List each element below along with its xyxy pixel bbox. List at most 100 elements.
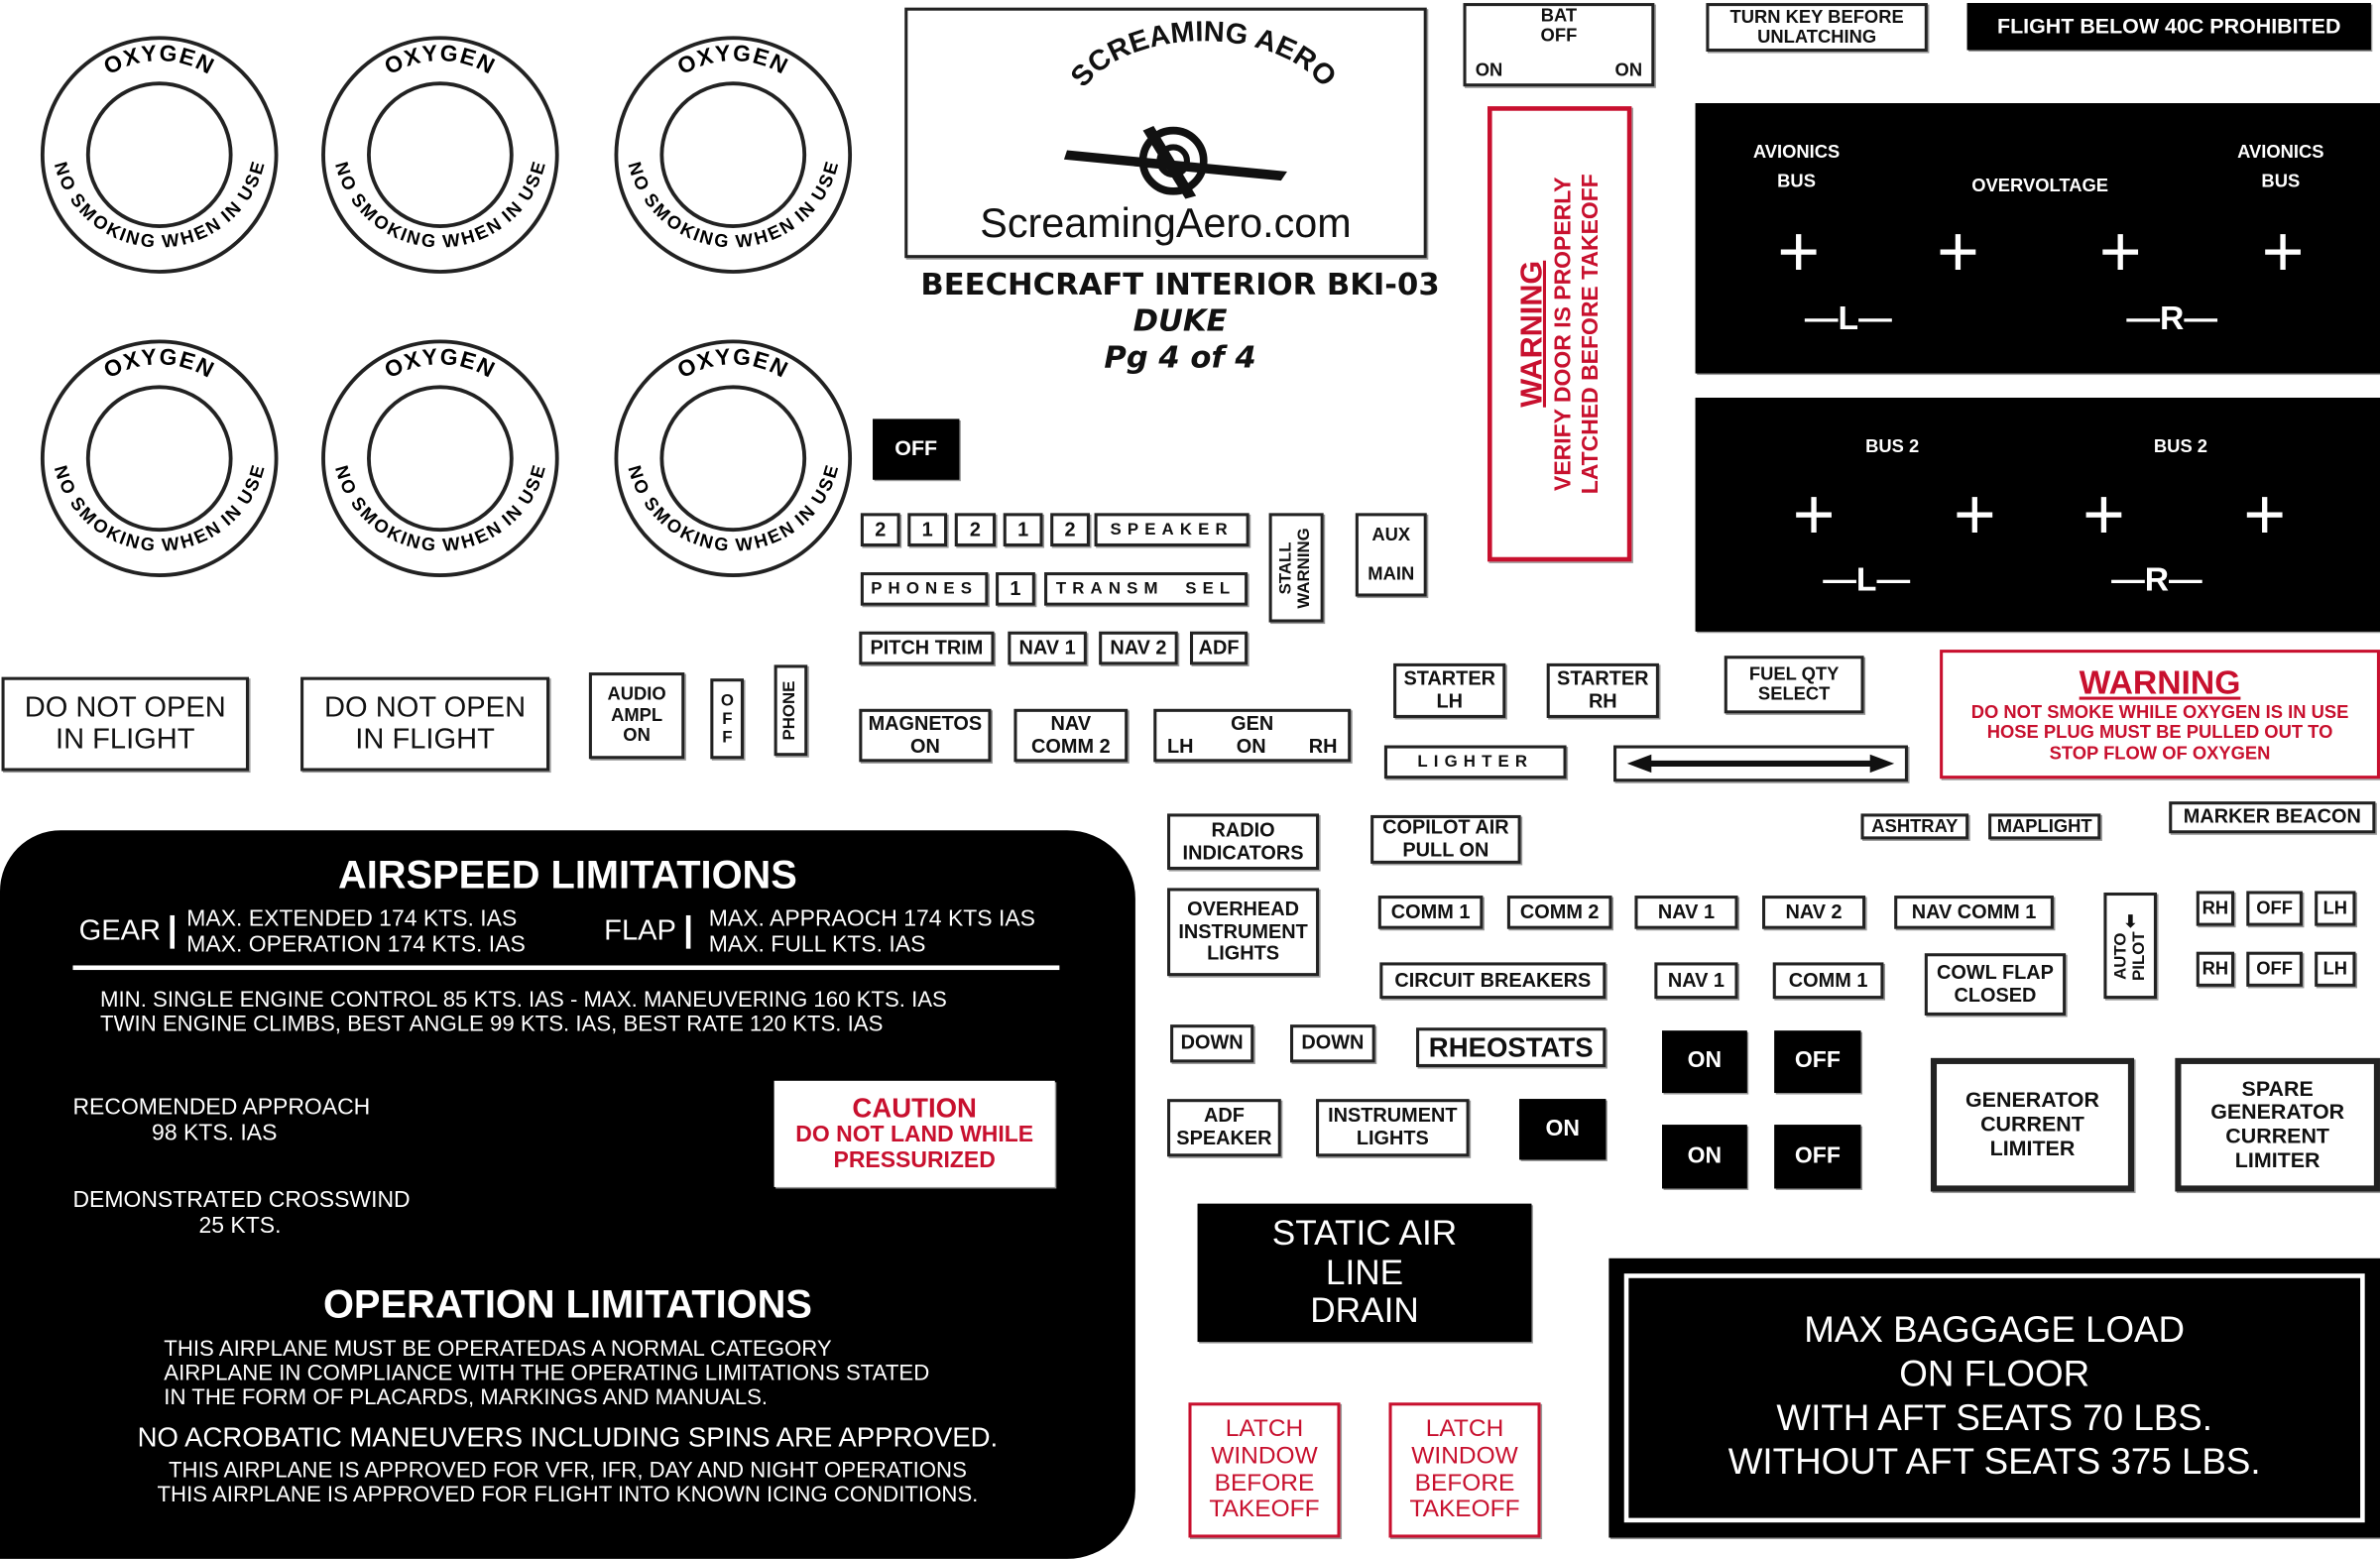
text-line: UNLATCHING bbox=[1757, 26, 1877, 48]
text-line: PULL ON bbox=[1402, 837, 1489, 861]
no-smoking-label: NO SMOKING WHEN IN USE bbox=[624, 160, 842, 252]
arrow-up-icon: ⬆ bbox=[2123, 908, 2138, 928]
off-placard: OFF bbox=[1774, 1030, 1861, 1094]
double-arrow-icon bbox=[1626, 754, 1895, 774]
rh-label: RH bbox=[2196, 951, 2235, 987]
inner-ring bbox=[659, 385, 807, 533]
text-line: NAV bbox=[1050, 711, 1092, 735]
off-label: OFF bbox=[2246, 891, 2303, 926]
door-warning-placard: WARNING VERIFY DOOR IS PROPERLY LATCHED … bbox=[1487, 106, 1632, 562]
text-line: GEN bbox=[1231, 711, 1274, 735]
text-line: OVERHEAD bbox=[1187, 897, 1299, 920]
text-line: OFF bbox=[2256, 957, 2293, 979]
text-line: GENERATOR bbox=[2210, 1099, 2345, 1125]
text-line: MAX. APPRAOCH 174 KTS IAS bbox=[708, 905, 1035, 932]
outer-ring bbox=[40, 339, 279, 578]
plus-icon: + bbox=[1777, 212, 1821, 294]
logo-arc-text: SCREAMING AERO bbox=[1065, 16, 1343, 93]
text-line: MAX. OPERATION 174 KTS. IAS bbox=[186, 931, 526, 958]
transm-sel-label: TRANSM SEL bbox=[1044, 572, 1249, 606]
flap-label: FLAP bbox=[604, 914, 690, 949]
text-line: ON bbox=[909, 734, 940, 758]
text-line: OFF bbox=[894, 435, 938, 461]
text-line: IN THE FORM OF PLACARDS, MARKINGS AND MA… bbox=[164, 1386, 769, 1411]
text-line: VERIFY DOOR IS PROPERLY bbox=[1550, 177, 1577, 491]
text-line: DO NOT OPEN bbox=[324, 691, 527, 724]
text-line: DEMONSTRATED CROSSWIND bbox=[72, 1186, 411, 1213]
divider bbox=[72, 965, 1060, 971]
text-line: STARTER bbox=[1557, 666, 1649, 690]
text-line: SPEAKER bbox=[1110, 520, 1234, 540]
down-label: DOWN bbox=[1290, 1024, 1375, 1063]
text-line: NAV COMM 1 bbox=[1911, 899, 2037, 923]
text-line: DO NOT SMOKE WHILE OXYGEN IS IN USE bbox=[1970, 700, 2349, 723]
logo-url: ScreamingAero.com bbox=[980, 199, 1352, 246]
text-line: RH bbox=[1308, 734, 1338, 758]
text-line: OFF bbox=[2256, 897, 2293, 918]
off-placard: OFF bbox=[1774, 1125, 1861, 1189]
phone-label: PHONE bbox=[774, 664, 808, 757]
inner-border bbox=[1623, 1273, 2365, 1523]
no-smoking-label: NO SMOKING WHEN IN USE bbox=[51, 463, 269, 555]
off-label: OFF bbox=[2246, 951, 2303, 987]
text-line: LH bbox=[1167, 734, 1194, 758]
text-line: LINE bbox=[1325, 1252, 1404, 1291]
nav2-label: NAV 2 bbox=[1762, 896, 1866, 929]
text-line: LIGHTER bbox=[1417, 752, 1534, 772]
bat-on-right: ON bbox=[1614, 59, 1643, 80]
on-placard: ON bbox=[1662, 1030, 1747, 1094]
text-line: LATCH bbox=[1425, 1415, 1504, 1442]
outer-ring bbox=[321, 339, 559, 578]
text-line: LIGHTS bbox=[1356, 1126, 1429, 1149]
text-line: MAX. EXTENDED 174 KTS. IAS bbox=[186, 905, 518, 932]
text-line: COMM 1 bbox=[1788, 968, 1868, 992]
text-line: INSTRUMENT bbox=[1178, 919, 1308, 943]
text-line: ON FLOOR bbox=[1899, 1354, 2090, 1395]
text-line: LH bbox=[2322, 897, 2348, 918]
text-line: RH bbox=[2202, 897, 2229, 918]
text-line: INDICATORS bbox=[1182, 840, 1304, 864]
text-line: HOSE PLUG MUST BE PULLED OUT TO bbox=[1986, 721, 2333, 743]
text-line: 2 bbox=[969, 517, 981, 540]
text-line: PRESSURIZED bbox=[833, 1147, 996, 1174]
operation-lines: THIS AIRPLANE MUST BE OPERATEDAS A NORMA… bbox=[164, 1337, 929, 1411]
text-line: NAV 1 bbox=[1657, 899, 1716, 923]
text-line: NAV 1 bbox=[1667, 968, 1726, 992]
text-line: DO NOT LAND WHILE bbox=[795, 1122, 1034, 1148]
text-line: ON bbox=[1545, 1115, 1580, 1141]
on-placard: ON bbox=[1662, 1125, 1747, 1189]
text-line: SPARE bbox=[2241, 1075, 2314, 1101]
svg-text:SCREAMING AERO: SCREAMING AERO bbox=[1065, 16, 1343, 93]
circuit-breakers-label: CIRCUIT BREAKERS bbox=[1379, 962, 1606, 1000]
text-line: MAGNETOS bbox=[868, 711, 983, 735]
text-line: NAV 1 bbox=[1018, 635, 1076, 659]
right-side-label: —R— bbox=[2126, 299, 2218, 337]
text-line: LATCH bbox=[1225, 1415, 1304, 1442]
speaker-label: SPEAKER bbox=[1094, 513, 1250, 547]
plus-icon: + bbox=[1937, 212, 1979, 294]
text-line: COPILOT AIR bbox=[1382, 815, 1509, 839]
text-line: STATIC AIR bbox=[1271, 1212, 1458, 1253]
outer-ring bbox=[614, 339, 853, 578]
bat-on-left: ON bbox=[1475, 59, 1503, 80]
text-line: LIMITER bbox=[1989, 1135, 2076, 1160]
inner-ring bbox=[367, 81, 514, 228]
plus-icon: + bbox=[2098, 212, 2142, 294]
text-line: 2 bbox=[875, 517, 887, 540]
plus-icon: + bbox=[2261, 212, 2305, 294]
text-line: OFF bbox=[1794, 1047, 1841, 1074]
